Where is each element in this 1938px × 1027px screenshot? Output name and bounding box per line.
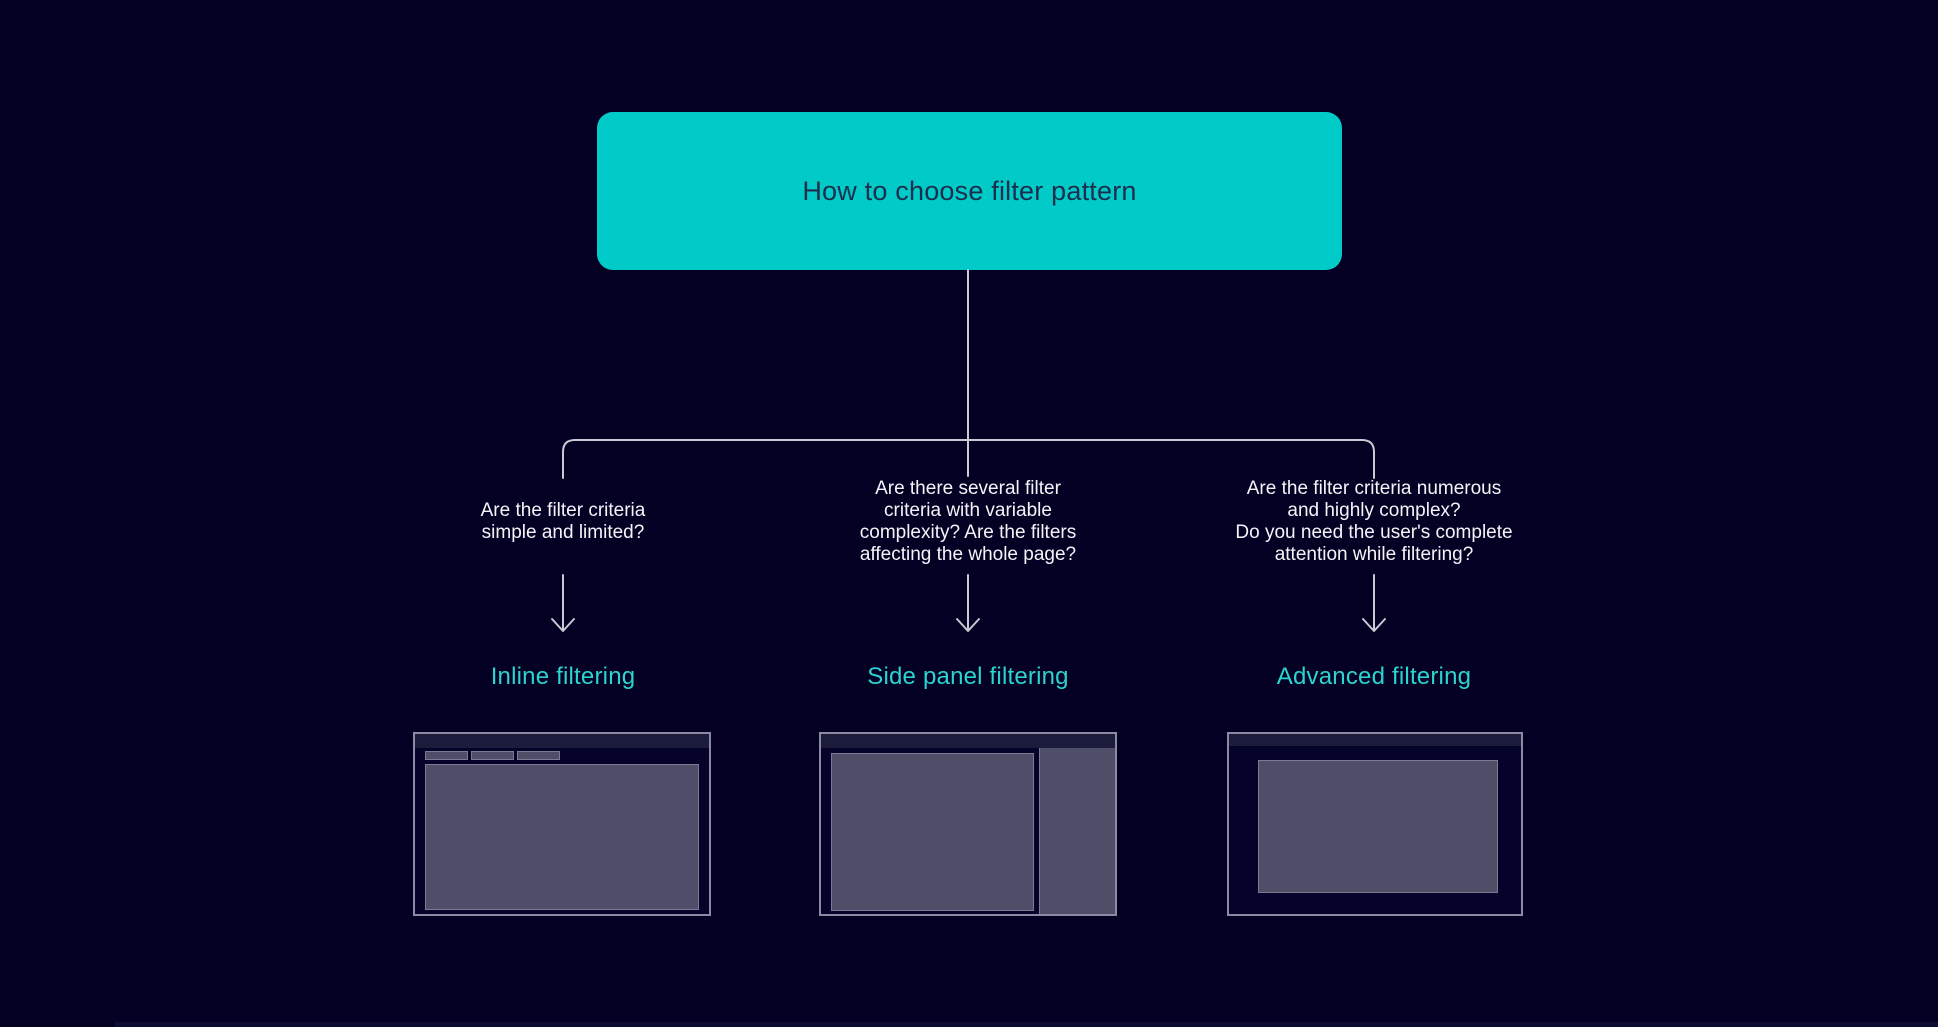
content-placeholder <box>425 764 699 910</box>
filter-chip <box>517 751 560 760</box>
filter-chip-row <box>425 751 560 760</box>
question-inline-filtering: Are the filter criteria simple and limit… <box>480 500 646 543</box>
modal-placeholder <box>1258 760 1498 893</box>
arrow-down-icon <box>551 618 575 632</box>
arrow-down-icon <box>1362 618 1386 632</box>
question-side-panel-filtering: Are there several filter criteria with v… <box>859 478 1077 565</box>
root-decision-node: How to choose filter pattern <box>597 112 1342 270</box>
inline-filtering-wireframe <box>413 732 711 916</box>
label-side-panel-filtering: Side panel filtering <box>867 663 1069 690</box>
label-inline-filtering: Inline filtering <box>490 663 636 690</box>
diagram-title: How to choose filter pattern <box>802 175 1137 206</box>
label-advanced-filtering: Advanced filtering <box>1276 663 1472 690</box>
side-panel-placeholder <box>1039 748 1115 914</box>
wireframe-topbar <box>821 734 1115 748</box>
arrow-down-icon <box>956 618 980 632</box>
page-bottom-divider <box>115 1022 1938 1027</box>
content-placeholder <box>831 753 1034 911</box>
branch-bracket-line <box>562 439 1375 479</box>
advanced-filtering-wireframe <box>1227 732 1523 916</box>
wireframe-topbar <box>1229 734 1521 746</box>
wireframe-topbar <box>415 734 709 748</box>
side-panel-filtering-wireframe <box>819 732 1117 916</box>
filter-chip <box>425 751 468 760</box>
question-advanced-filtering: Are the filter criteria numerous and hig… <box>1235 478 1513 565</box>
filter-chip <box>471 751 514 760</box>
